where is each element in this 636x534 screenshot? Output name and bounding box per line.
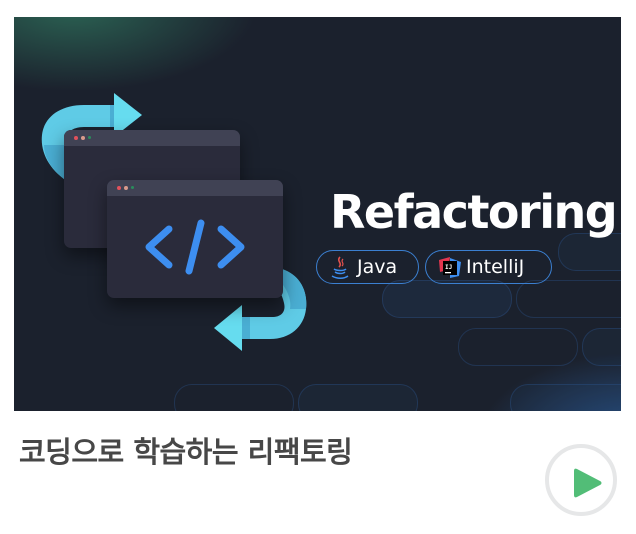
tag-label: Java (357, 256, 398, 278)
decorative-pill (458, 328, 578, 366)
window-dot-peach (124, 186, 128, 190)
decorative-pill (174, 384, 294, 411)
undo-arrow-icon (214, 269, 307, 351)
tag-java: Java (316, 250, 419, 284)
decorative-pill (558, 233, 621, 271)
decorative-pill (582, 328, 621, 366)
window-dot-green (88, 136, 91, 139)
thumbnail-headline: Refactoring (330, 185, 618, 239)
window-titlebar (64, 130, 240, 146)
tag-label: IntelliJ (466, 256, 525, 278)
window-dot-green (131, 186, 134, 189)
intellij-icon: IJ (438, 256, 461, 278)
decorative-pill (510, 384, 621, 411)
decorative-pill (298, 384, 418, 411)
tag-intellij: IJ IntelliJ (425, 250, 552, 284)
window-dot-red (74, 136, 78, 140)
course-thumbnail[interactable]: Refactoring Java IJ (14, 17, 621, 411)
code-icon (107, 196, 283, 298)
play-button[interactable] (545, 444, 617, 516)
svg-text:IJ: IJ (445, 264, 452, 271)
code-window (107, 180, 283, 298)
window-dot-peach (81, 136, 85, 140)
decorative-pill (516, 280, 621, 318)
window-titlebar (107, 180, 283, 196)
decorative-pill (382, 280, 512, 318)
play-icon (574, 468, 602, 498)
window-dot-red (117, 186, 121, 190)
java-icon (329, 256, 351, 279)
course-title[interactable]: 코딩으로 학습하는 리팩토링 (19, 435, 353, 469)
